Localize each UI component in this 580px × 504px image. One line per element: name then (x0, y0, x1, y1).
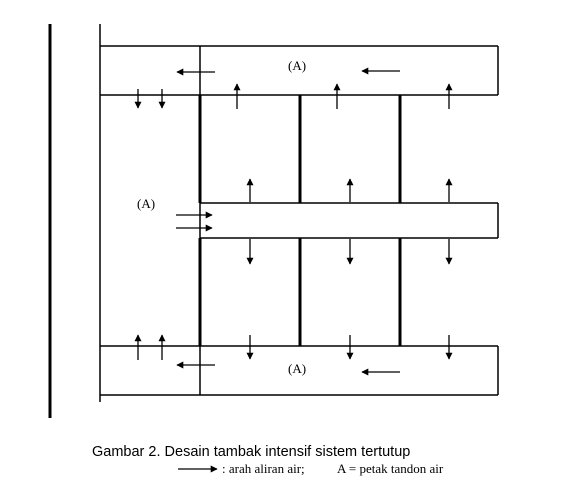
reservoir-label-top: (A) (288, 58, 306, 73)
central-channel (200, 202, 499, 239)
flow-arrows (134, 67, 453, 376)
figure-caption: Gambar 2. Desain tambak intensif sistem … (92, 444, 410, 460)
legend-reservoir-text: A = petak tandon air (337, 461, 444, 476)
legend-flow-text: : arah aliran air; (222, 461, 305, 476)
reservoir-label-left: (A) (137, 196, 155, 211)
pond-walls (198, 95, 402, 346)
reservoir-label-bottom: (A) (288, 361, 306, 376)
